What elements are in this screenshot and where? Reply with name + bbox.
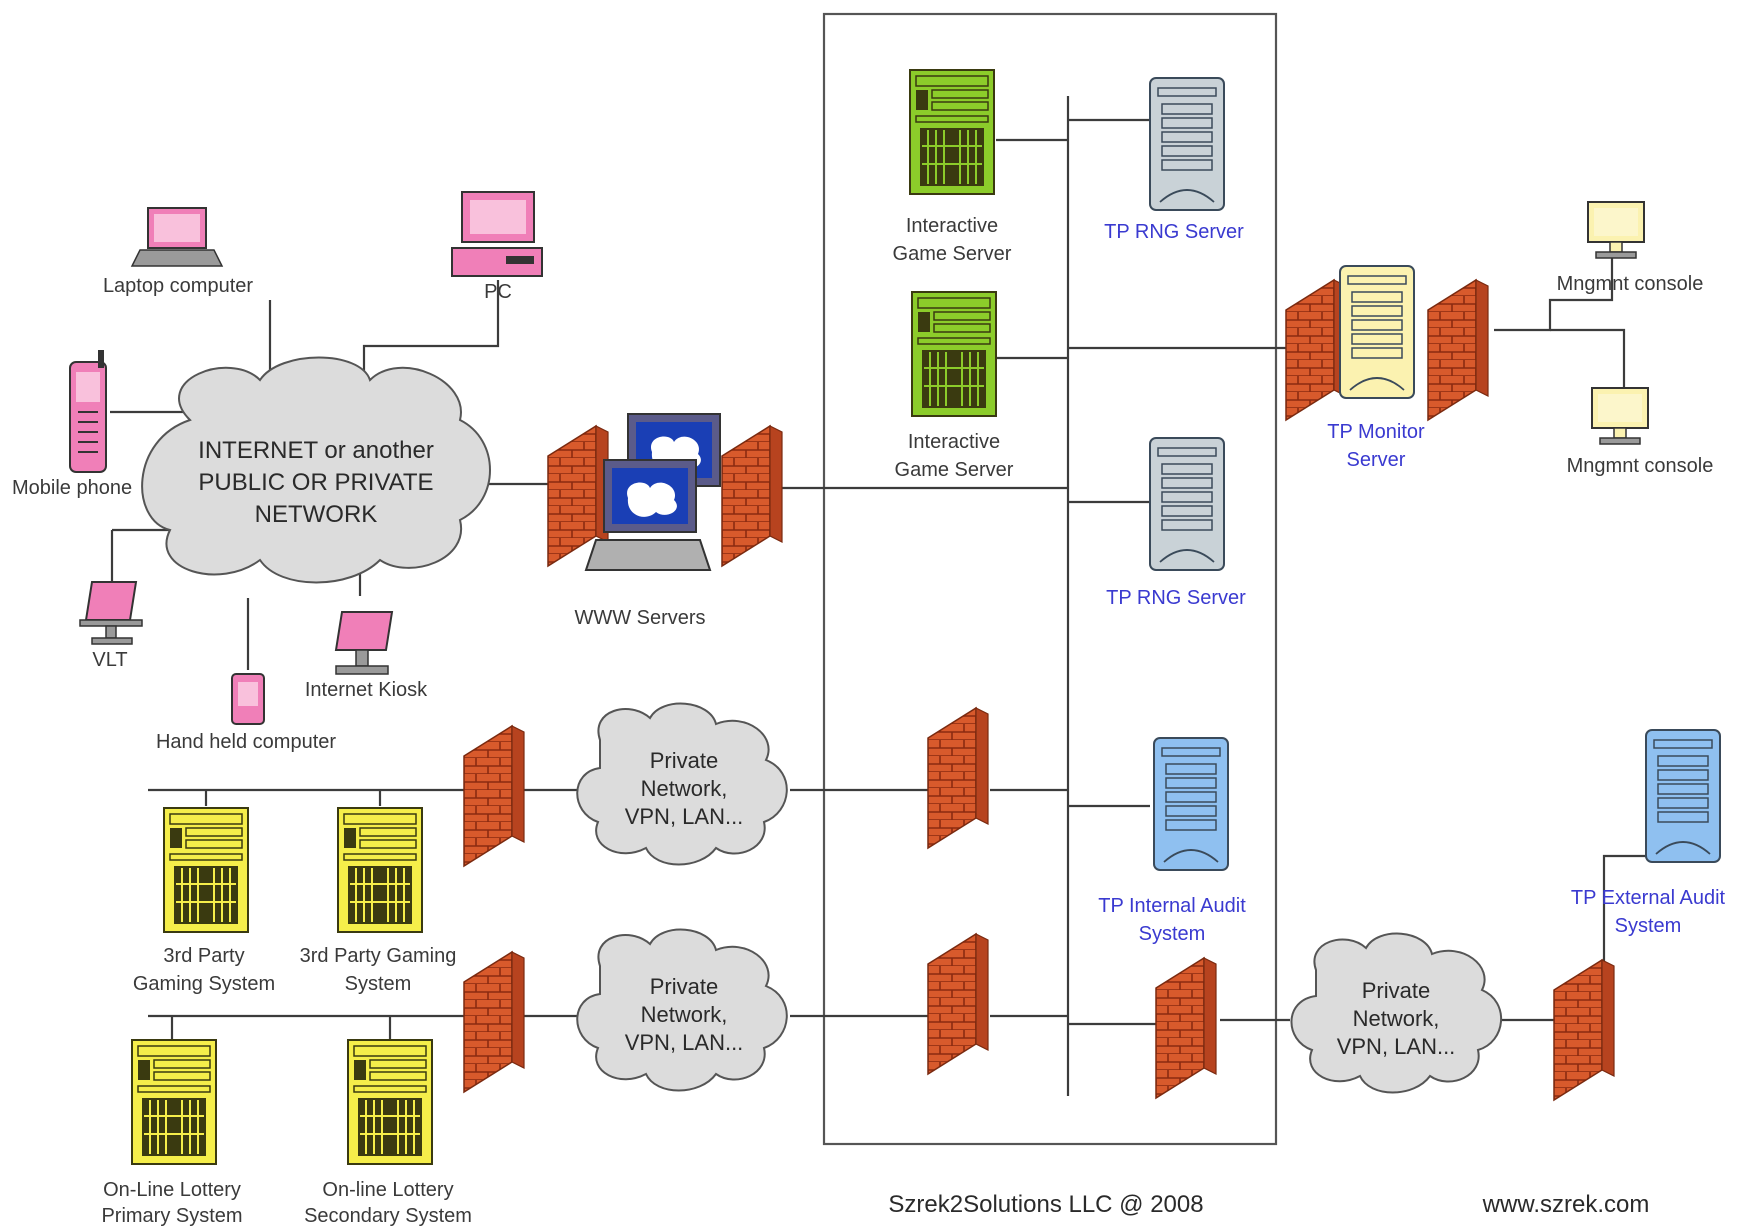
private-network-cloud-3: Private Network, VPN, LAN...: [1290, 932, 1502, 1094]
pc: PC: [451, 191, 543, 303]
handheld-label: Hand held computer: [156, 731, 336, 753]
console-icon: [1591, 387, 1649, 445]
third-party-gaming-system-2: 3rd Party Gaming System: [300, 807, 457, 995]
internet-cloud-label-line-2: PUBLIC OR PRIVATE: [198, 469, 433, 496]
private-net-2-line-2: Network,: [641, 1002, 728, 1027]
tp-external-audit-system: TP External Audit System: [1571, 729, 1726, 937]
console-icon: [1587, 201, 1645, 259]
lottery-secondary-label-line-1: On-line Lottery: [322, 1179, 453, 1201]
internal-audit-label-line-1: TP Internal Audit: [1098, 895, 1246, 917]
third-party-server-icon: [337, 807, 423, 933]
firewall-icon: [1427, 279, 1489, 421]
kiosk-label: Internet Kiosk: [305, 679, 428, 701]
firewall-icon: [721, 425, 783, 567]
copyright-footer: Szrek2Solutions LLC @ 2008: [888, 1191, 1203, 1218]
vlt-label: VLT: [92, 649, 127, 671]
third-party-1-label-line-1: 3rd Party: [163, 945, 244, 967]
online-lottery-secondary-system: On-line Lottery Secondary System: [304, 1039, 472, 1227]
private-net-2-line-1: Private: [650, 974, 718, 999]
management-console-1: Mngmnt console: [1557, 201, 1704, 295]
private-network-cloud-1: Private Network, VPN, LAN...: [576, 702, 788, 866]
kiosk-icon: [334, 611, 394, 675]
internet-cloud-label-line-1: INTERNET or another: [198, 437, 434, 464]
game-server-icon: [909, 69, 995, 195]
private-net-3-line-3: VPN, LAN...: [1337, 1034, 1456, 1059]
external-audit-label-line-1: TP External Audit: [1571, 887, 1726, 909]
firewall-icon: [463, 951, 525, 1093]
internet-cloud: INTERNET or another PUBLIC OR PRIVATE NE…: [141, 356, 491, 584]
hand-held-computer: Hand held computer: [156, 673, 336, 753]
internal-audit-label-line-2: System: [1139, 923, 1206, 945]
mobile-phone-icon: [69, 350, 107, 473]
third-party-2-label-line-2: System: [345, 973, 412, 995]
monitor-server-icon: [1339, 265, 1415, 399]
internet-cloud-label-line-3: NETWORK: [255, 501, 378, 528]
third-party-gaming-system-1: 3rd Party Gaming System: [133, 807, 275, 995]
tp-internal-audit-system: TP Internal Audit System: [1098, 737, 1246, 945]
website-footer: www.szrek.com: [1482, 1191, 1650, 1218]
console-2-label: Mngmnt console: [1567, 455, 1714, 477]
interactive-game-server-1: Interactive Game Server: [893, 69, 1012, 265]
lottery-secondary-label-line-2: Secondary System: [304, 1205, 472, 1227]
rng-server-icon: [1149, 77, 1225, 211]
rng-server-icon: [1149, 437, 1225, 571]
private-net-1-line-3: VPN, LAN...: [625, 804, 744, 829]
tp-monitor-server: TP Monitor Server: [1327, 265, 1425, 471]
lottery-server-icon: [131, 1039, 217, 1165]
laptop-label: Laptop computer: [103, 275, 253, 297]
third-party-2-label-line-1: 3rd Party Gaming: [300, 945, 457, 967]
firewall-icon: [927, 933, 989, 1075]
internet-kiosk: Internet Kiosk: [305, 611, 428, 701]
external-audit-label-line-2: System: [1615, 915, 1682, 937]
third-party-1-label-line-2: Gaming System: [133, 973, 275, 995]
tp-rng-server-2: TP RNG Server: [1106, 437, 1246, 609]
private-net-3-line-1: Private: [1362, 978, 1430, 1003]
www-servers-label: WWW Servers: [574, 607, 705, 629]
lottery-server-icon: [347, 1039, 433, 1165]
vlt-icon: [79, 581, 143, 645]
firewall-icon: [1285, 279, 1347, 421]
lottery-primary-label-line-1: On-Line Lottery: [103, 1179, 241, 1201]
game-server-2-label-line-1: Interactive: [908, 431, 1000, 453]
lottery-primary-label-line-2: Primary System: [101, 1205, 242, 1227]
private-net-1-line-1: Private: [650, 748, 718, 773]
rng-server-1-label: TP RNG Server: [1104, 221, 1244, 243]
pc-label: PC: [484, 281, 512, 303]
laptop-computer: Laptop computer: [103, 207, 253, 297]
vlt: VLT: [79, 581, 143, 671]
game-server-1-label-line-2: Game Server: [893, 243, 1012, 265]
third-party-server-icon: [163, 807, 249, 933]
tp-rng-server-1: TP RNG Server: [1104, 77, 1244, 243]
www-server-icon: [584, 413, 721, 571]
private-net-3-line-2: Network,: [1353, 1006, 1440, 1031]
private-net-1-line-2: Network,: [641, 776, 728, 801]
internal-audit-icon: [1153, 737, 1229, 871]
private-network-cloud-2: Private Network, VPN, LAN...: [576, 928, 788, 1092]
external-audit-icon: [1645, 729, 1721, 863]
www-servers: WWW Servers: [574, 413, 721, 629]
online-lottery-primary-system: On-Line Lottery Primary System: [101, 1039, 243, 1227]
firewall-icon: [1553, 959, 1615, 1101]
game-server-1-label-line-1: Interactive: [906, 215, 998, 237]
interactive-game-server-2: Interactive Game Server: [895, 291, 1014, 481]
laptop-icon: [130, 207, 224, 267]
monitor-server-label-line-2: Server: [1347, 449, 1406, 471]
game-server-icon: [911, 291, 997, 417]
rng-server-2-label: TP RNG Server: [1106, 587, 1246, 609]
pc-icon: [451, 191, 543, 277]
mobile-phone: Mobile phone: [12, 350, 132, 499]
private-net-2-line-3: VPN, LAN...: [625, 1030, 744, 1055]
management-console-2: Mngmnt console: [1567, 387, 1714, 477]
handheld-icon: [231, 673, 265, 725]
mobile-phone-label: Mobile phone: [12, 477, 132, 499]
firewall-icon: [1155, 957, 1217, 1099]
monitor-server-label-line-1: TP Monitor: [1327, 421, 1425, 443]
game-server-2-label-line-2: Game Server: [895, 459, 1014, 481]
firewall-icon: [927, 707, 989, 849]
firewall-icon: [463, 725, 525, 867]
console-1-label: Mngmnt console: [1557, 273, 1704, 295]
